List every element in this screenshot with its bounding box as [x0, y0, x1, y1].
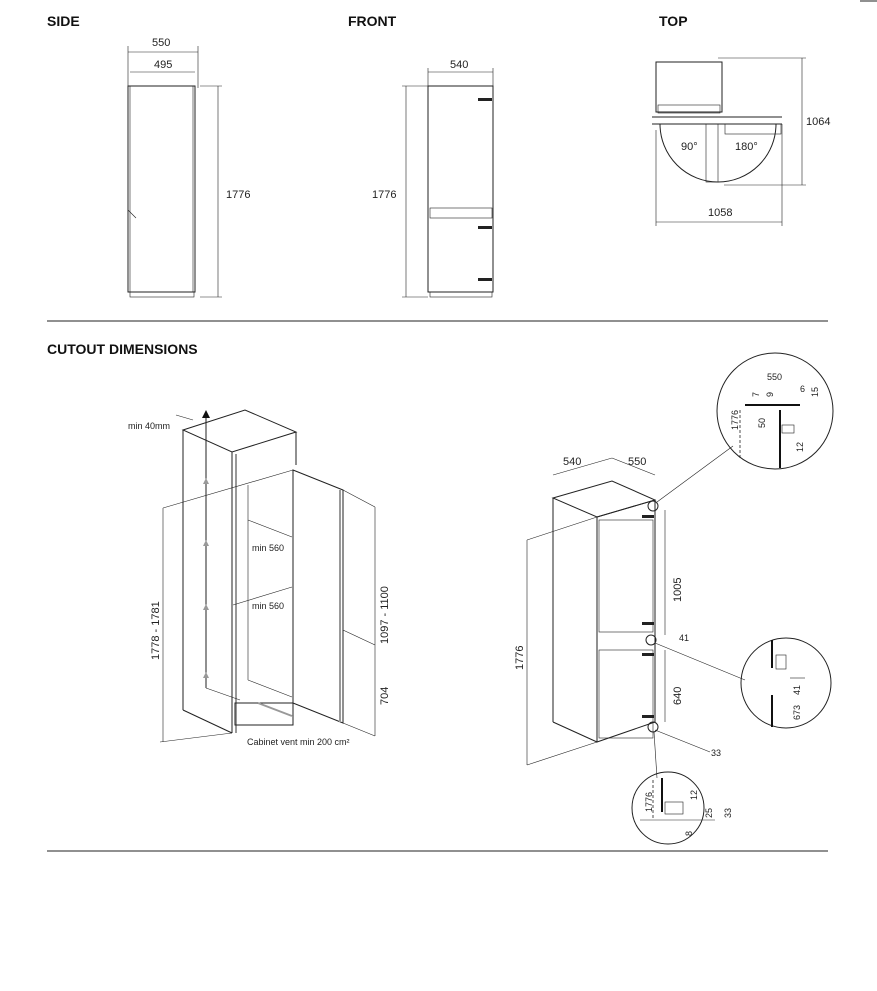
svg-text:12: 12 — [795, 442, 805, 452]
detail-top: 550 7 9 6 15 1776 50 12 — [716, 352, 834, 470]
fridge-drawing: 540 550 1776 1005 640 41 33 — [514, 445, 746, 779]
lower-door-height: 640 — [672, 687, 684, 705]
svg-text:7: 7 — [751, 392, 761, 397]
detail-bottom: 1776 12 25 33 8 — [631, 771, 733, 845]
svg-text:8: 8 — [684, 831, 694, 836]
side-height: 1776 — [226, 189, 250, 201]
svg-text:1776: 1776 — [730, 410, 740, 430]
svg-text:25: 25 — [704, 808, 714, 818]
side-depth-outer: 550 — [152, 37, 170, 49]
detail-marker-top[interactable] — [647, 500, 659, 512]
upper-range: 1097 - 1100 — [379, 586, 391, 644]
svg-text:673: 673 — [792, 705, 802, 720]
door-gap: 41 — [679, 633, 689, 643]
detail-middle: 41 673 — [740, 637, 832, 729]
min-560-lower: min 560 — [252, 601, 284, 611]
top-depth: 1064 — [806, 116, 830, 128]
bottom-gap: 33 — [711, 748, 721, 758]
fridge-width: 540 — [563, 456, 581, 468]
svg-text:1776: 1776 — [644, 792, 654, 812]
upper-door-height: 1005 — [672, 578, 684, 602]
lower-height: 704 — [379, 687, 391, 705]
top-view: TOP 1064 90° 180° 1058 — [652, 13, 830, 226]
svg-text:9: 9 — [765, 392, 775, 397]
svg-text:12: 12 — [689, 790, 699, 800]
detail-marker-bottom[interactable] — [647, 721, 659, 733]
svg-text:550: 550 — [767, 372, 782, 382]
front-title: FRONT — [348, 13, 397, 29]
svg-text:41: 41 — [792, 685, 802, 695]
fridge-depth: 550 — [628, 456, 646, 468]
upper-door — [598, 519, 654, 633]
front-fridge-body — [427, 85, 494, 293]
open-door — [292, 469, 344, 724]
front-view: FRONT 540 1776 — [348, 13, 494, 298]
side-title: SIDE — [47, 13, 80, 29]
angle-180: 180° — [735, 141, 758, 153]
min-560-upper: min 560 — [252, 543, 284, 553]
height-range: 1778 - 1781 — [150, 601, 162, 660]
door-swing-arc — [659, 123, 777, 183]
top-width: 1058 — [708, 207, 732, 219]
detail-marker-middle[interactable] — [645, 634, 657, 646]
vent-grille — [234, 702, 294, 726]
svg-text:50: 50 — [757, 418, 767, 428]
front-height: 1776 — [372, 189, 396, 201]
vent-label: Cabinet vent min 200 cm² — [247, 737, 350, 747]
svg-text:15: 15 — [810, 387, 820, 397]
side-fridge-body — [127, 85, 196, 293]
side-view: SIDE 550 495 1776 — [47, 13, 250, 298]
angle-90: 90° — [681, 141, 698, 153]
lower-door — [598, 649, 654, 739]
cabinet-drawing: min 40mm min 560 min 560 1778 - 1781 109… — [128, 409, 391, 747]
side-depth-inner: 495 — [154, 59, 172, 71]
svg-text:6: 6 — [800, 384, 805, 394]
min-gap-label: min 40mm — [128, 421, 170, 431]
svg-text:33: 33 — [723, 808, 733, 818]
control-panel — [429, 207, 493, 219]
front-width: 540 — [450, 59, 468, 71]
cutout-title: CUTOUT DIMENSIONS — [47, 341, 198, 357]
top-title: TOP — [659, 13, 688, 29]
fridge-height: 1776 — [514, 646, 526, 670]
